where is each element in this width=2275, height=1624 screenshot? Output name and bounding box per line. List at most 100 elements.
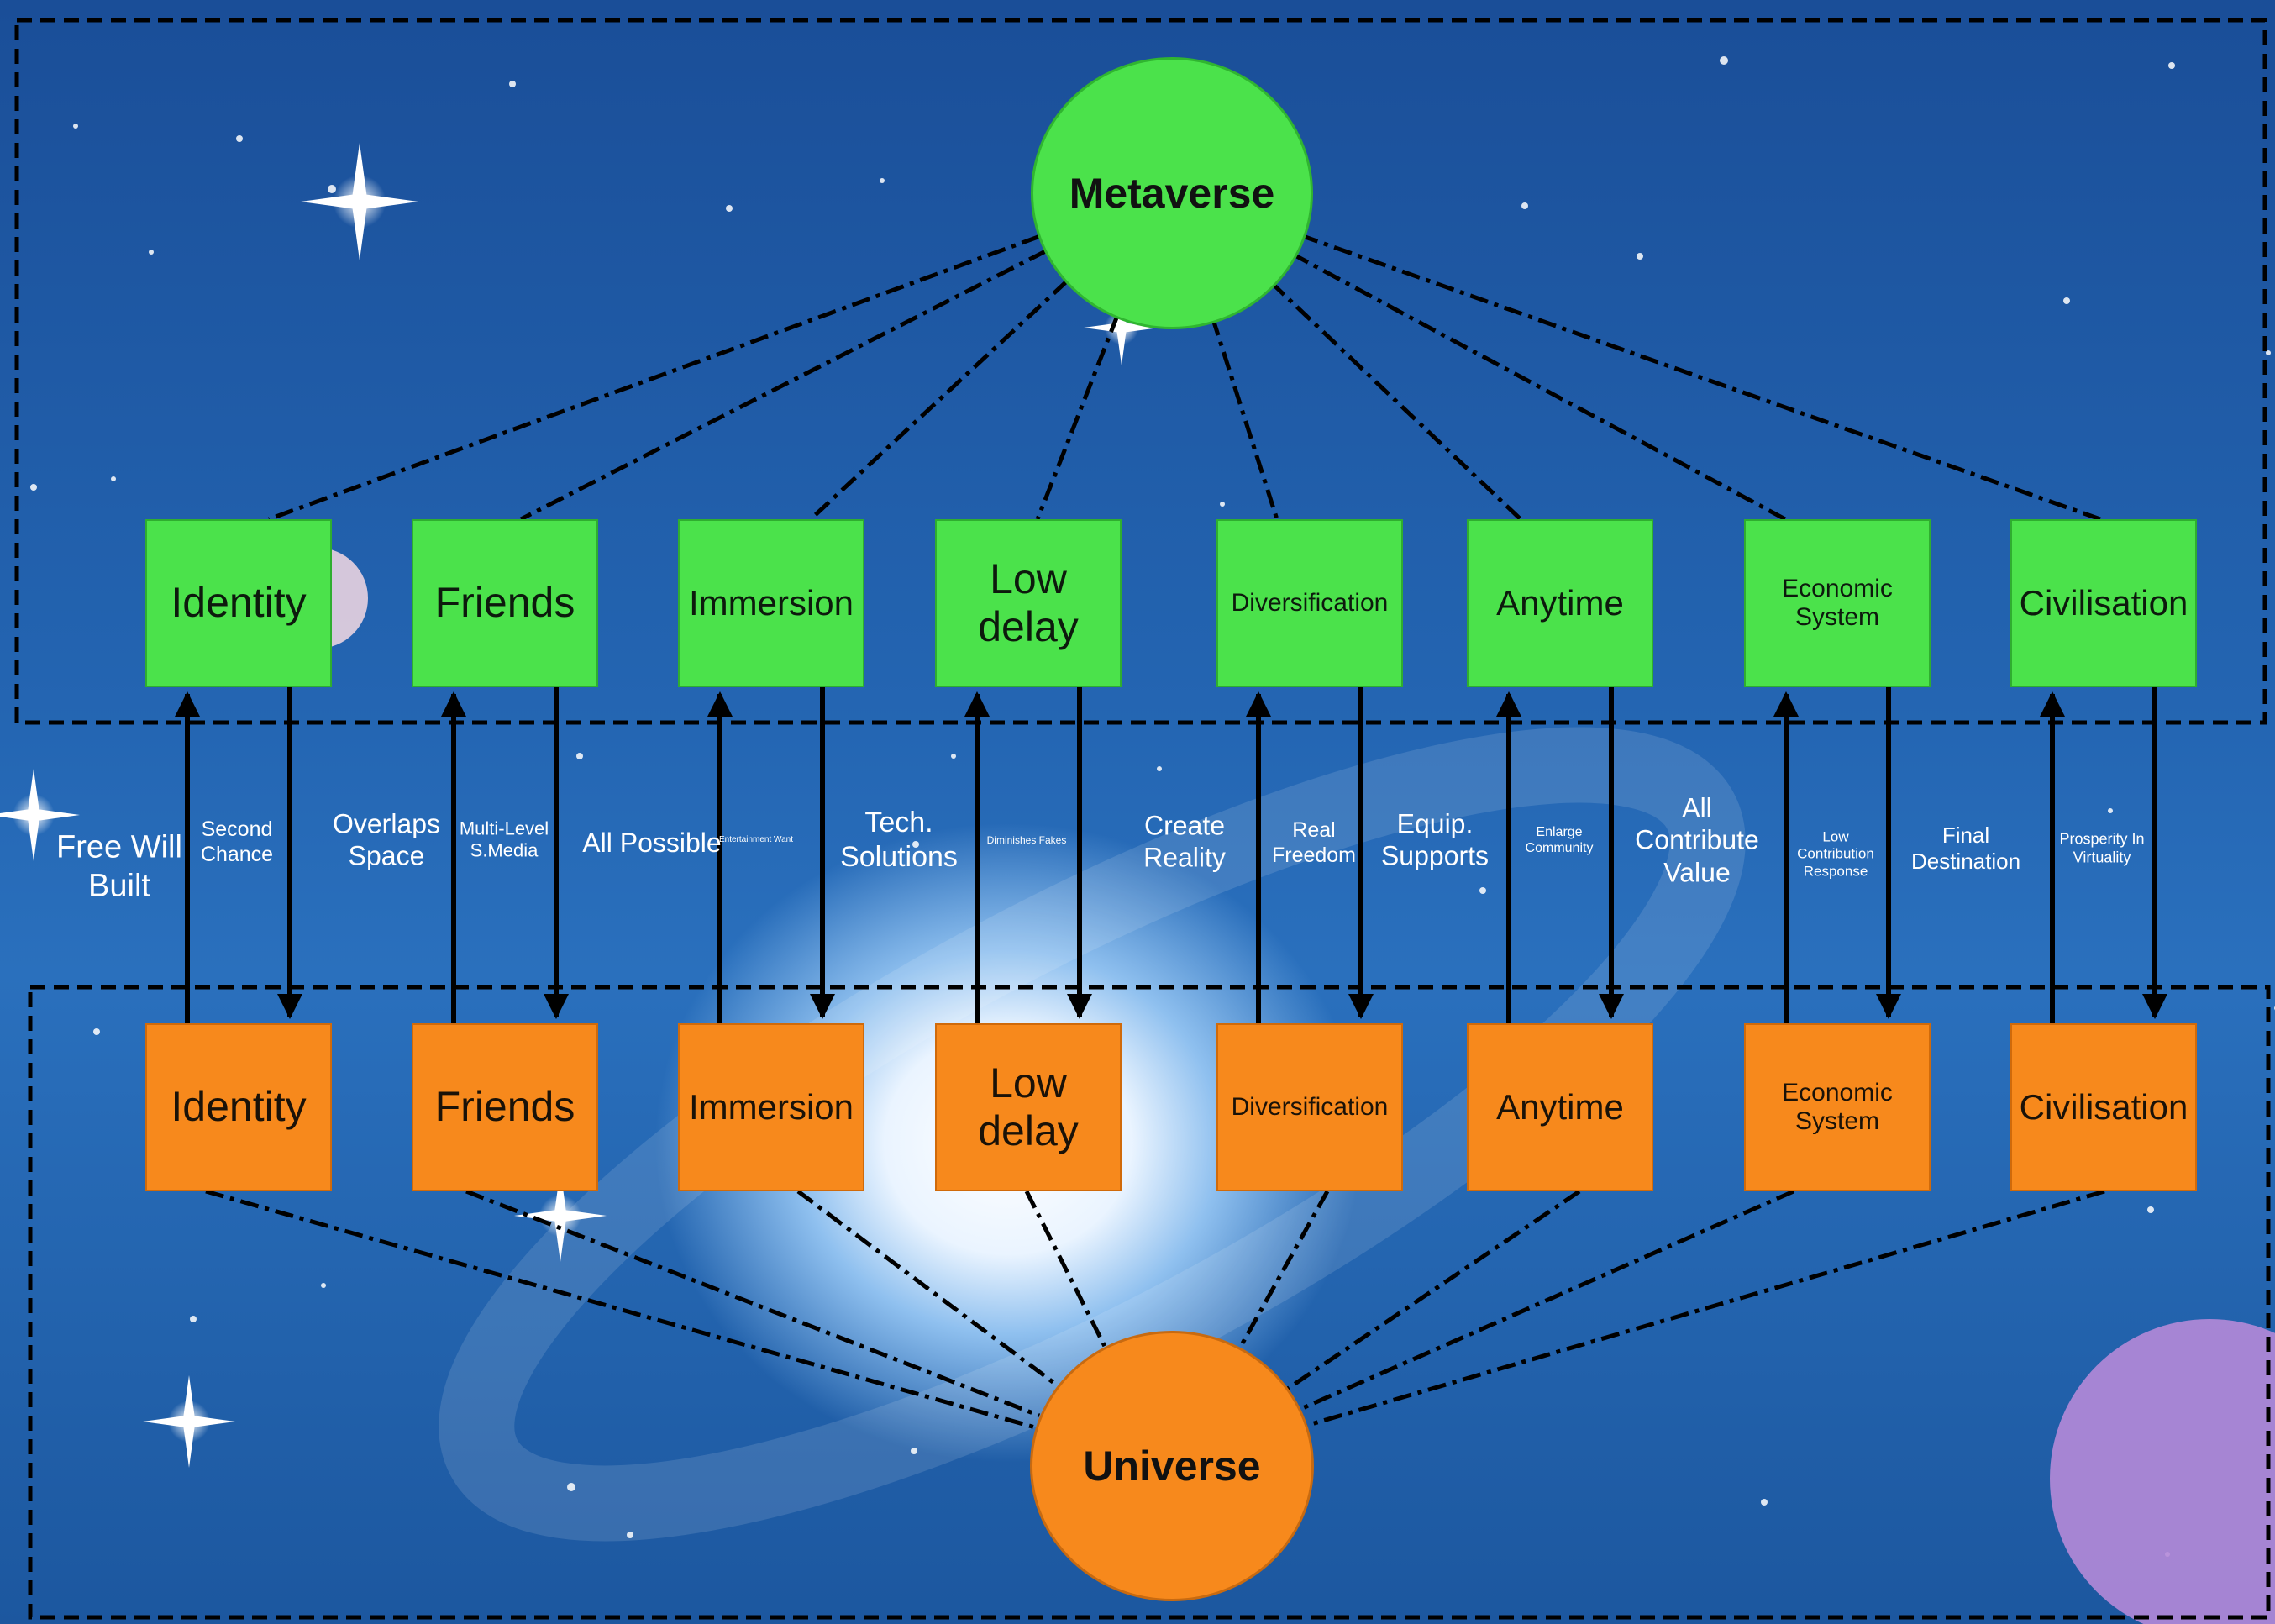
universe-box-label: Friends	[434, 1083, 575, 1131]
sparkle-star	[301, 143, 418, 260]
universe-box-label: Civilisation	[2019, 1086, 2188, 1127]
metaverse-link-line	[1269, 280, 1522, 521]
star-dot	[111, 476, 116, 481]
star-dot	[1521, 202, 1528, 209]
metaverse-box-6: Anytime	[1467, 519, 1653, 687]
universe-box-label: Diversification	[1231, 1092, 1389, 1121]
up-arrow-label: All Contribute Value	[1635, 792, 1759, 888]
star-dot	[1157, 766, 1162, 771]
up-arrow-label: Equip. Supports	[1380, 808, 1490, 871]
universe-box-label: Economic System	[1782, 1078, 1893, 1136]
metaverse-node: Metaverse	[1031, 57, 1313, 329]
up-arrow-label: Tech. Solutions	[840, 807, 958, 873]
metaverse-link-line	[809, 279, 1069, 521]
metaverse-link-line	[519, 249, 1047, 522]
star-dot	[951, 754, 956, 759]
up-arrow-label: Free Will Built	[56, 829, 182, 903]
star-dot	[2168, 62, 2175, 69]
star-dot	[627, 1532, 633, 1538]
universe-region-border	[28, 985, 2271, 1620]
metaverse-box-1: Identity	[145, 519, 332, 687]
metaverse-box-4: Low delay	[935, 519, 1122, 687]
universe-link-line	[796, 1189, 1059, 1387]
purple-planet	[2050, 1319, 2275, 1624]
metaverse-box-5: Diversification	[1216, 519, 1403, 687]
star-dot	[149, 250, 154, 255]
star-dot	[509, 81, 516, 87]
universe-box-label: Anytime	[1496, 1086, 1624, 1127]
star-dot	[73, 124, 78, 129]
metaverse-box-label: Anytime	[1496, 582, 1624, 623]
down-arrow-label: Diminishes Fakes	[986, 833, 1067, 846]
down-arrow-label: Low Contribution Response	[1797, 828, 1874, 880]
universe-box-7: Economic System	[1744, 1023, 1931, 1191]
star-dot	[93, 1028, 100, 1035]
universe-box-label: Immersion	[688, 1086, 854, 1127]
star-dot	[2147, 1206, 2154, 1213]
star-dot	[328, 185, 336, 193]
metaverse-box-label: Civilisation	[2019, 582, 2188, 623]
metaverse-link-line	[1290, 251, 1787, 522]
star-dot	[1637, 253, 1643, 260]
star-dot	[912, 841, 919, 848]
metaverse-box-label: Economic System	[1782, 574, 1893, 632]
metaverse-link-line	[1299, 233, 2101, 522]
universe-box-1: Identity	[145, 1023, 332, 1191]
up-arrow-label: All Possible	[582, 827, 722, 858]
metaverse-box-2: Friends	[412, 519, 598, 687]
universe-box-2: Friends	[412, 1023, 598, 1191]
down-arrow-label: Multi-Level S.Media	[459, 817, 549, 861]
universe-link-line	[1284, 1189, 1581, 1392]
universe-box-8: Civilisation	[2010, 1023, 2197, 1191]
universe-box-label: Low delay	[978, 1059, 1079, 1155]
universe-box-5: Diversification	[1216, 1023, 1403, 1191]
star-dot	[567, 1483, 575, 1491]
metaverse-link-line	[1035, 313, 1120, 520]
star-dot	[1220, 502, 1225, 507]
metaverse-box-8: Civilisation	[2010, 519, 2197, 687]
universe-link-line	[1237, 1190, 1330, 1350]
star-dot	[1761, 1499, 1768, 1506]
orbit-ring	[439, 727, 1746, 1542]
star-dot	[321, 1283, 326, 1288]
universe-link-line	[1024, 1190, 1107, 1348]
star-dot	[30, 484, 37, 491]
metaverse-link-line	[1210, 317, 1279, 520]
universe-node: Universe	[1030, 1331, 1314, 1601]
star-dot	[2063, 297, 2070, 304]
universe-box-3: Immersion	[678, 1023, 864, 1191]
universe-link-line	[465, 1189, 1041, 1418]
space-background-decor	[0, 56, 2275, 1624]
metaverse-box-label: Diversification	[1231, 588, 1389, 617]
star-dot	[880, 178, 885, 183]
star-dot	[190, 1316, 197, 1322]
sparkle-star	[143, 1375, 235, 1468]
universe-box-4: Low delay	[935, 1023, 1122, 1191]
metaverse-region-border	[14, 18, 2267, 725]
metaverse-box-label: Immersion	[688, 582, 854, 623]
metaverse-link-line	[268, 234, 1040, 522]
metaverse-box-label: Identity	[171, 579, 307, 627]
universe-box-label: Identity	[171, 1083, 307, 1131]
universe-link-line	[1296, 1189, 1795, 1413]
metaverse-box-7: Economic System	[1744, 519, 1931, 687]
up-arrow-label: Create Reality	[1143, 810, 1226, 873]
down-arrow-label: Enlarge Community	[1525, 824, 1594, 855]
down-arrow-label: Second Chance	[200, 817, 274, 866]
star-dot	[2108, 808, 2113, 813]
star-dot	[726, 205, 733, 212]
universe-box-6: Anytime	[1467, 1023, 1653, 1191]
down-arrow-label: Prosperity In Virtuality	[2059, 830, 2145, 865]
star-dot	[2266, 350, 2271, 355]
metaverse-box-label: Low delay	[978, 554, 1079, 651]
up-arrow-label: Overlaps Space	[332, 808, 441, 871]
sparkle-star	[0, 769, 80, 861]
down-arrow-label: Real Freedom	[1271, 818, 1357, 867]
star-dot	[911, 1448, 917, 1454]
up-arrow-label: Final Destination	[1910, 822, 2021, 874]
star-dot	[236, 135, 243, 142]
star-dot	[576, 753, 583, 759]
universe-link-line	[1302, 1189, 2105, 1429]
